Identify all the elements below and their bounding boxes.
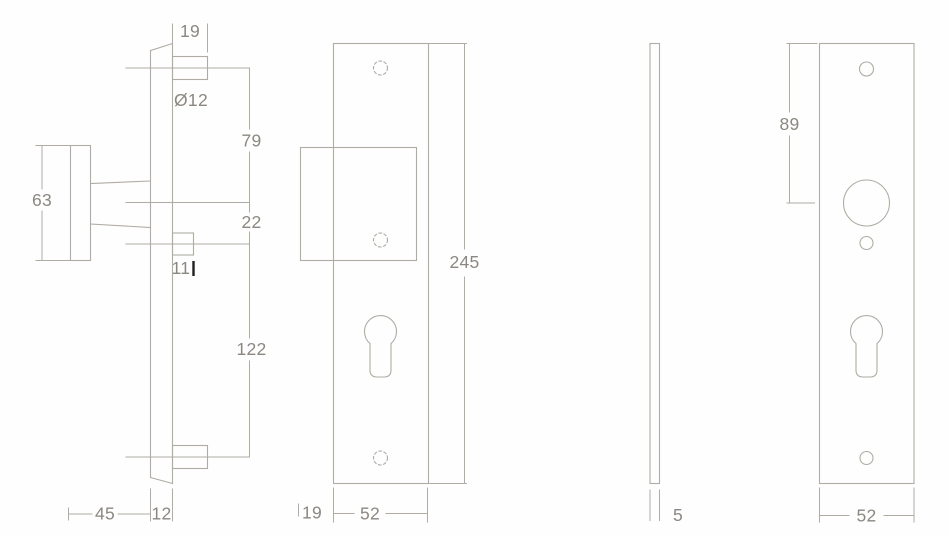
dim-plate-depth: 12 — [151, 504, 171, 524]
centerlines — [125, 67, 250, 458]
dim-top-boss-to-knob: 79 — [241, 131, 261, 151]
knob-outline — [69, 144, 92, 262]
plate-outline — [818, 42, 915, 485]
screw-hole-top — [858, 61, 875, 77]
dim-knob-diameter-lines — [35, 145, 71, 261]
dim-thickness-extensions — [649, 489, 660, 521]
view-front-inside: 89 52 — [779, 42, 915, 526]
hidden-hole-mid — [372, 232, 389, 248]
euro-cylinder-keyhole — [849, 314, 884, 378]
view-side: 79 22 122 19 Ø12 11 63 45 12 — [32, 21, 266, 524]
knob-square-rose — [299, 146, 418, 262]
plate-side-outline — [149, 42, 174, 485]
euro-cylinder-keyhole — [363, 314, 398, 378]
dim-knob-diameter: 63 — [32, 190, 52, 210]
view-edge: 5 — [649, 42, 683, 525]
dim-mid-to-bottom-boss: 122 — [236, 339, 266, 359]
fixing-hole-mid — [859, 235, 874, 251]
dim-plate-height: 245 — [449, 252, 479, 272]
dim-bottom-lines — [68, 488, 173, 522]
dim-boss-top-length: 19 — [180, 21, 200, 41]
dim-rose-overhang: 19 — [302, 503, 322, 523]
dim-plate-thickness: 5 — [673, 505, 683, 525]
dim-bottom-lines — [298, 487, 428, 523]
dim-boss-top-extensions — [172, 23, 208, 53]
view-front-outside: 245 19 52 — [298, 42, 479, 524]
hidden-hole-bottom — [372, 450, 389, 466]
knob-spindle-hole — [842, 179, 891, 227]
dim-plate-height-lines — [428, 43, 467, 484]
dim-plate-width: 52 — [360, 504, 380, 524]
dim-top-to-hole-lines — [786, 43, 818, 204]
dim-plate-width: 52 — [856, 506, 876, 526]
dim-knob-to-mid-boss: 22 — [241, 212, 261, 232]
dim-mid-boss-length: 11 — [172, 258, 191, 278]
dim-knob-projection: 45 — [95, 504, 115, 524]
dim-boss-diameter: Ø12 — [174, 90, 208, 110]
dim-top-to-knob-hole: 89 — [779, 114, 799, 134]
plate-edge-outline — [649, 42, 661, 485]
dim-bottom-lines — [819, 487, 915, 523]
screw-hole-bottom — [859, 450, 874, 466]
plate-outline — [332, 42, 430, 485]
hidden-hole-top — [372, 60, 389, 76]
knob-stem-lines — [89, 180, 152, 229]
